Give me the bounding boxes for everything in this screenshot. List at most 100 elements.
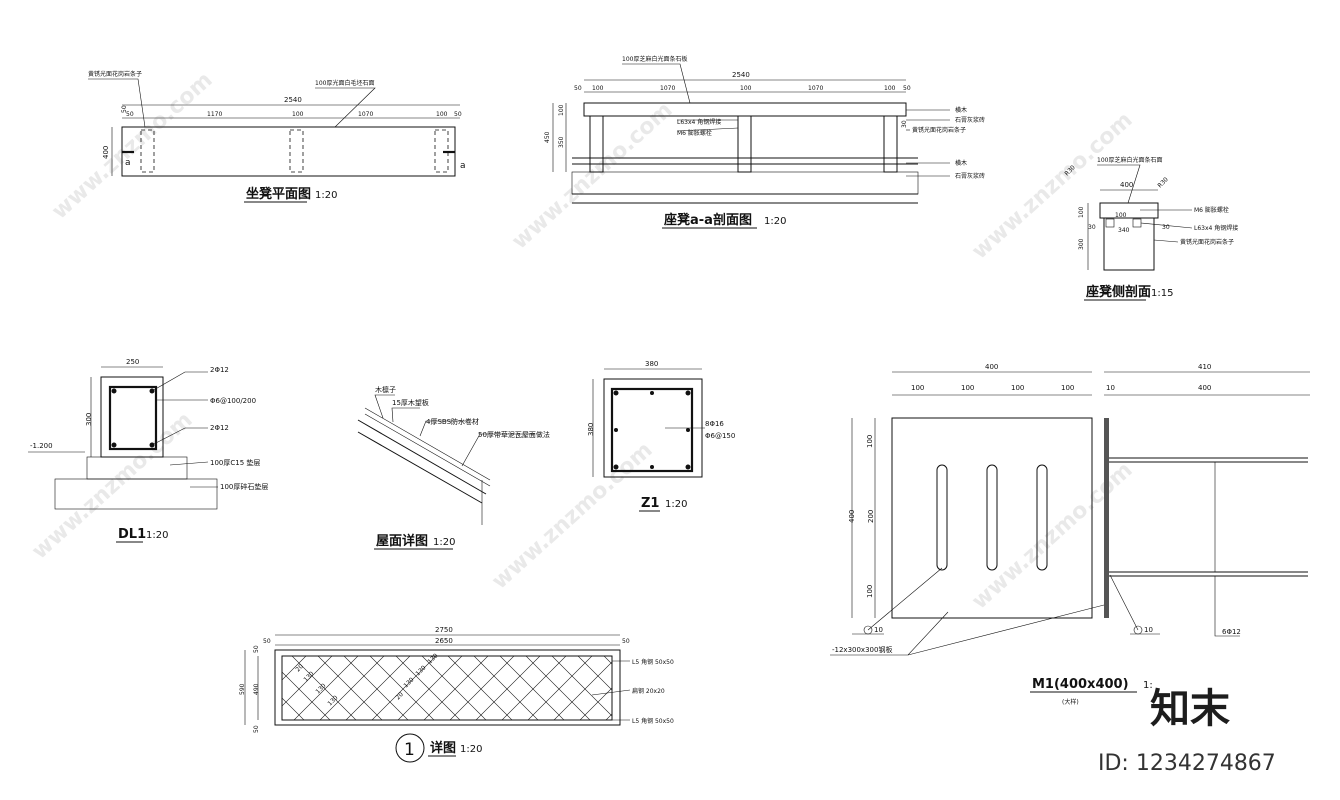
dim-height: 450: [544, 131, 551, 143]
rebar-dot: [613, 390, 619, 396]
bench-side-leg: [1103, 217, 1155, 271]
dim-segment: 100: [292, 111, 304, 118]
dim-side-main: 400: [1198, 384, 1211, 392]
note-label: 石膏灰浆砖: [955, 116, 985, 124]
dim-segment: 100: [592, 85, 604, 92]
rebar-dot: [614, 428, 618, 432]
dim-h-total: 590: [239, 683, 246, 695]
watermark-text: www.znzmo.com: [967, 458, 1137, 615]
callout-label: L5 角钢 50x50: [632, 658, 674, 666]
leader-line: [1140, 222, 1193, 229]
dim-right: 30: [901, 120, 908, 128]
grid-dim: 20: [394, 691, 404, 701]
callout-label: L5 角钢 50x50: [632, 717, 674, 725]
dim-h-end: 50: [253, 645, 260, 653]
dim-height: 100: [1078, 206, 1085, 218]
leader-line: [1153, 239, 1179, 243]
drawing-title: 坐凳平面图: [246, 186, 311, 202]
dim-segment: 100: [911, 384, 924, 392]
bench-side-section: 400 100 300 100 340 30 30 R30 R30 100厚芝麻…: [1063, 156, 1238, 301]
watermark-text: www.znzmo.com: [27, 408, 197, 565]
dim-height: 100: [558, 104, 565, 116]
note-label: 100厚芝麻白光面条石板: [622, 55, 687, 63]
m1-embedded-plate: 400 100 100 100 100 410 10 400 400 100 2…: [830, 363, 1310, 706]
z1-column-section: 380 380 8Φ16 Φ6@150 Z1 1:20: [587, 360, 735, 512]
angle-steel: [1105, 218, 1115, 228]
steel-plate-front: [891, 417, 1093, 619]
dim-width: 400: [1120, 181, 1133, 189]
roof-slope-line: [357, 419, 487, 495]
leader-line: [88, 78, 146, 128]
dim-side: 30: [1088, 224, 1096, 231]
grid-dim: 20: [294, 663, 304, 673]
brand-logo: 知末: [1150, 686, 1230, 732]
leader-line: [391, 407, 420, 423]
rebar-dot: [686, 428, 690, 432]
note-label: 横木: [955, 106, 967, 114]
dim-segment: 100: [740, 85, 752, 92]
dim-v: 100: [866, 585, 874, 598]
dim-h-end: 50: [253, 725, 260, 733]
elevation-label: -1.200: [30, 442, 53, 450]
dim-segment: 100: [1061, 384, 1074, 392]
roof-detail: 木檩子 15厚木望板 4厚SBS防水卷材 50厚带草泥瓦屋面做法 屋面详图 1:…: [357, 385, 550, 550]
bench-top-slab: [583, 102, 907, 117]
dim-total: 2540: [732, 71, 750, 79]
drawing-scale: 1:: [1143, 680, 1153, 691]
leader-line: [591, 689, 631, 696]
dim-side: 410: [1198, 363, 1211, 371]
dim-end: 50: [263, 638, 271, 645]
bench-leg-hidden: [289, 129, 304, 173]
section-letter: a: [460, 161, 466, 171]
note-label: 黄锈光面花岗岩条子: [88, 70, 142, 78]
weld-mark: 10: [1144, 626, 1153, 634]
callout-label: Φ6@150: [705, 432, 735, 440]
dim-total: 2540: [284, 96, 302, 104]
dim-height: 400: [102, 146, 110, 159]
dim-inner: 100: [1115, 212, 1127, 219]
drawing-scale: 1:20: [146, 530, 168, 541]
note-label: 横木: [955, 159, 967, 167]
dim-end: 50: [454, 111, 462, 118]
section-letter: a: [125, 158, 131, 168]
drawing-scale: 1:20: [665, 499, 687, 510]
drawing-title: M1(400x400): [1032, 677, 1129, 692]
leader-line: [461, 433, 535, 467]
gravel-base: [571, 171, 919, 195]
dim-h-inner: 490: [253, 683, 260, 695]
callout-label: 黄锈光面花岗岩条子: [1180, 238, 1234, 246]
stirrup: [108, 385, 158, 451]
rebar-dot: [685, 464, 691, 470]
leader-line: [374, 394, 395, 419]
leader-line: [315, 87, 376, 128]
callout-label: 2Φ12: [210, 366, 229, 374]
rebar-dot: [685, 390, 691, 396]
leader-line: [867, 567, 943, 631]
dim-height: 300: [1078, 238, 1085, 250]
dim-v-total: 400: [848, 510, 856, 523]
detail-1-lattice-panel: 2750 2650 50 50 590 490 50 50 20 130 130…: [239, 626, 674, 763]
rebar-dot: [613, 464, 619, 470]
detail-number-circle: [395, 733, 425, 763]
roof-slope-line: [357, 431, 483, 504]
anchor-bar: [936, 464, 948, 571]
dim-segment: 100: [961, 384, 974, 392]
weld-mark: 10: [874, 626, 883, 634]
note-label: 黄锈光面花岗岩条子: [912, 126, 966, 134]
callout-label: Φ6@100/200: [210, 397, 256, 405]
bench-plan-outline: [121, 126, 456, 177]
dim-segment: 100: [884, 85, 896, 92]
leader-line: [1214, 576, 1240, 637]
leader-line: [676, 127, 739, 132]
callout-label: M6 膨胀螺栓: [677, 129, 712, 137]
dim-height: 350: [558, 136, 565, 148]
drawing-title: Z1: [641, 496, 659, 511]
callout-label: 100厚碎石垫层: [220, 482, 268, 491]
rebar-dot: [650, 465, 654, 469]
watermark-layer: www.znzmo.com www.znzmo.com www.znzmo.co…: [27, 68, 1137, 615]
dim-segment: 100: [436, 111, 448, 118]
drawing-title: DL1: [118, 527, 146, 542]
gravel-cushion: [54, 478, 218, 510]
note-label: 石膏灰浆砖: [955, 172, 985, 180]
drawing-title: 座凳侧剖面: [1085, 284, 1151, 300]
